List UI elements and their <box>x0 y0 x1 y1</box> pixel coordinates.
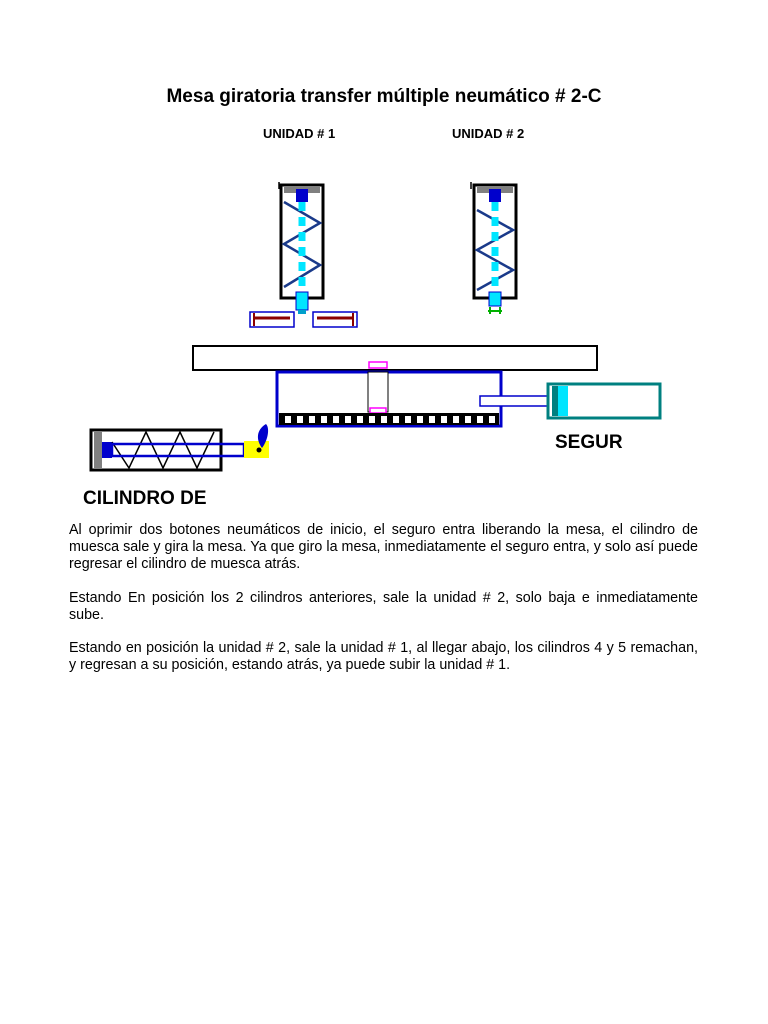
paragraph-1: Al oprimir dos botones neumáticos de ini… <box>69 522 698 572</box>
rotary-table <box>192 345 598 428</box>
paragraph-2: Estando En posición los 2 cilindros ante… <box>69 590 698 623</box>
paragraph-3: Estando en posición la unidad # 2, sale … <box>69 640 698 673</box>
page-title: Mesa giratoria transfer múltiple neumáti… <box>166 86 602 107</box>
pneumatic-diagram <box>89 182 662 472</box>
notch-cylinder-label: CILINDRO DE <box>83 488 207 509</box>
lock-label: SEGUR <box>555 432 623 453</box>
rivet-cylinders <box>249 311 358 328</box>
unit-1-cylinder <box>278 182 325 314</box>
notch-cylinder <box>89 424 269 472</box>
unit-1-label: UNIDAD # 1 <box>263 126 336 141</box>
unit-2-label: UNIDAD # 2 <box>452 126 525 141</box>
unit-2-cylinder <box>470 182 518 314</box>
lock-cylinder <box>479 382 662 420</box>
